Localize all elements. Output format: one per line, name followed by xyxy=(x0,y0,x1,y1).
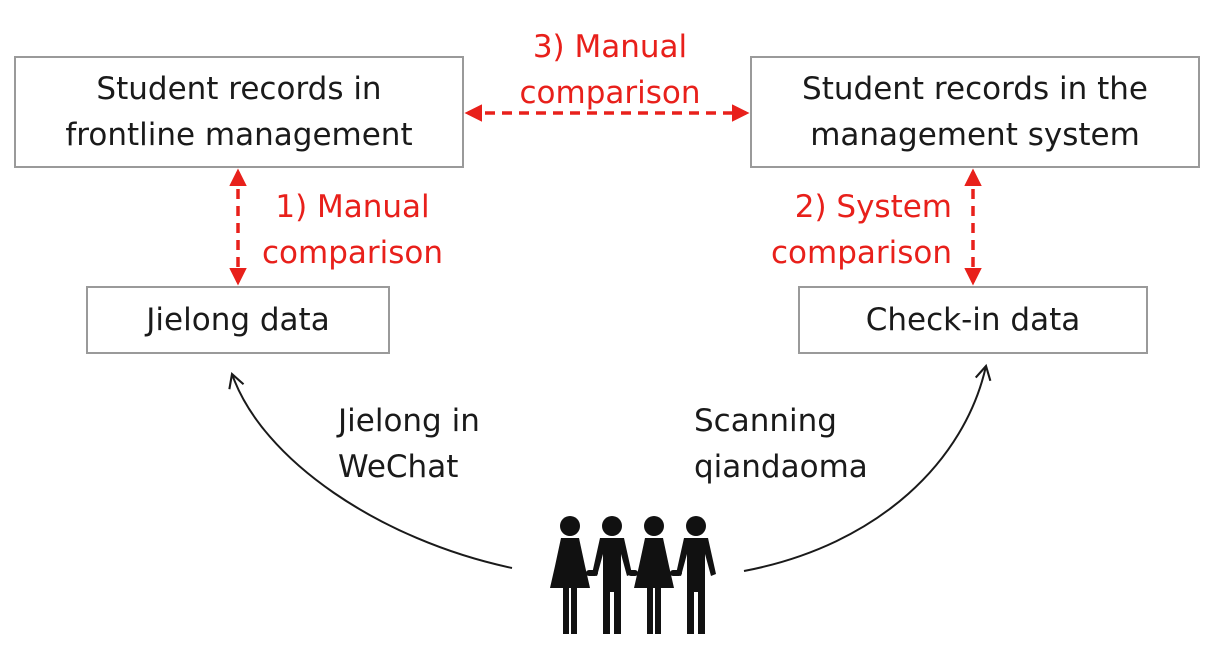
system-comparison-line-2: comparison xyxy=(770,235,952,271)
system-records-line-1: Student records in the xyxy=(802,71,1148,107)
scanning-qiandaoma-line-2: qiandaoma xyxy=(694,449,868,485)
manual-comparison-left-label: 1) Manual comparison xyxy=(262,184,443,276)
jielong-data-text: Jielong data xyxy=(146,302,330,338)
manual-comparison-top-line-1: 3) Manual xyxy=(532,29,688,65)
edge-scanning-qiandaoma xyxy=(743,363,992,572)
frontline-records-box: Student records in frontline management xyxy=(14,56,464,168)
frontline-records-line-1: Student records in xyxy=(96,71,382,107)
checkin-data-box: Check-in data xyxy=(798,286,1148,354)
manual-comparison-left-line-1: 1) Manual xyxy=(275,189,430,225)
manual-comparison-left-line-2: comparison xyxy=(262,235,444,271)
system-records-line-2: management system xyxy=(810,117,1140,153)
manual-comparison-top-label: 3) Manual comparison xyxy=(470,24,750,116)
system-comparison-label: 2) System comparison xyxy=(752,184,952,276)
system-comparison-line-1: 2) System xyxy=(794,189,952,225)
checkin-data-text: Check-in data xyxy=(865,302,1081,338)
scanning-qiandaoma-label: Scanning qiandaoma xyxy=(694,398,868,490)
jielong-data-box: Jielong data xyxy=(86,286,390,354)
edge-jielong-in-wechat xyxy=(228,371,513,569)
jielong-in-wechat-line-1: Jielong in xyxy=(338,403,480,439)
scanning-qiandaoma-line-1: Scanning xyxy=(694,403,837,439)
system-records-box: Student records in the management system xyxy=(750,56,1200,168)
jielong-in-wechat-label: Jielong in WeChat xyxy=(338,398,480,490)
manual-comparison-top-line-2: comparison xyxy=(519,75,701,111)
frontline-records-line-2: frontline management xyxy=(65,117,413,153)
jielong-in-wechat-line-2: WeChat xyxy=(338,449,459,485)
group-of-people-icon xyxy=(550,516,716,634)
